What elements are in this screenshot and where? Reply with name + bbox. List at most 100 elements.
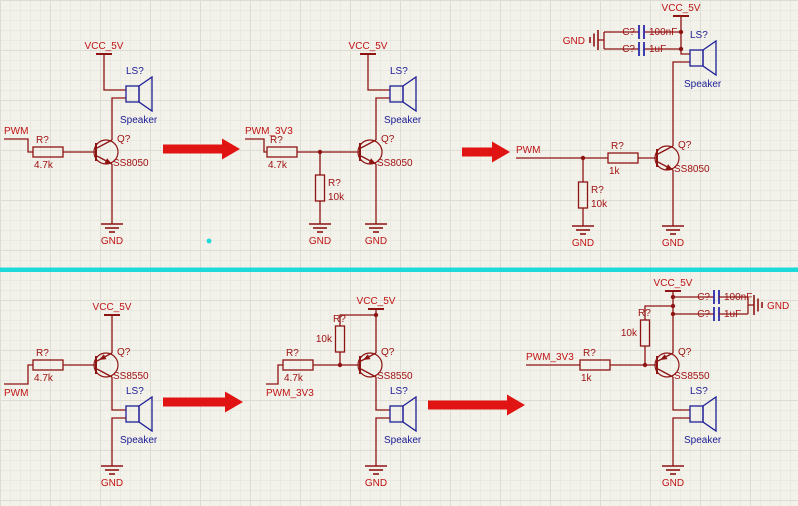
resistor[interactable]: R?1k: [607, 141, 639, 177]
capacitor[interactable]: C?100nF: [622, 25, 677, 39]
resistor[interactable]: R?4.7k: [32, 348, 64, 384]
speaker[interactable]: LS?Speaker: [684, 30, 722, 90]
transistor-bottom-lead: [360, 368, 377, 378]
transistor-designator: Q?: [381, 134, 395, 145]
emitter-arrow: [660, 354, 668, 360]
ground-net-label: GND: [662, 238, 684, 249]
speaker[interactable]: LS?Speaker: [684, 386, 722, 446]
collector-wire: [672, 61, 690, 146]
resistor[interactable]: R?10k: [577, 181, 609, 210]
speaker-body: [389, 405, 404, 423]
resistor-value: 1k: [581, 373, 593, 384]
arrow-right-icon: [428, 394, 525, 416]
resistor-body: [32, 359, 64, 371]
circuit-bottom-middle-pnp-pullup: PWM_3V3 R?4.7kR?10k VCC_5V Q?SS8550LS?Speak…: [266, 296, 422, 489]
resistor[interactable]: R?4.7k: [32, 135, 64, 171]
ground-symbol[interactable]: GND: [365, 465, 387, 489]
speaker-gnd-wire: [375, 417, 390, 466]
transistor-part: SS8550: [377, 371, 413, 382]
resistor-value: 4.7k: [34, 160, 54, 171]
net-label[interactable]: PWM_3V3: [245, 126, 293, 137]
input-wire: [245, 138, 267, 153]
resistor-body: [32, 146, 64, 158]
resistor-value: 1k: [609, 166, 621, 177]
ground-symbol[interactable]: GND: [101, 223, 123, 247]
transistor-pnp[interactable]: Q?SS8550: [357, 347, 413, 382]
net-label[interactable]: PWM: [516, 145, 540, 156]
flow-arrows: [163, 138, 525, 416]
net-label[interactable]: PWM_3V3: [266, 388, 314, 399]
section-divider: [0, 238, 798, 272]
transistor-part: SS8050: [674, 164, 710, 175]
speaker[interactable]: LS?Speaker: [120, 386, 158, 446]
resistor[interactable]: R?10k: [314, 174, 346, 203]
resistor[interactable]: R?4.7k: [266, 135, 298, 171]
net-label-text: PWM_3V3: [266, 388, 314, 399]
net-label-text: PWM: [4, 388, 28, 399]
power-port-vcc[interactable]: VCC_5V: [349, 41, 388, 55]
input-wire: [4, 138, 33, 153]
resistor[interactable]: R?4.7k: [282, 348, 314, 384]
resistor[interactable]: R? 1k: [579, 348, 611, 384]
transistor-pnp[interactable]: Q?SS8550: [654, 347, 710, 382]
speaker[interactable]: LS?Speaker: [384, 66, 422, 126]
power-port-vcc[interactable]: VCC_5V: [357, 296, 396, 310]
ground-symbol[interactable]: GND: [365, 223, 387, 247]
resistor-body: [266, 146, 298, 158]
ground-symbol-rotated[interactable]: GND: [563, 30, 599, 50]
transistor-npn[interactable]: Q?SS8050: [357, 134, 413, 169]
ground-symbol[interactable]: GND: [662, 225, 684, 249]
resistor-body: [579, 359, 611, 371]
transistor-npn[interactable]: Q?SS8050: [654, 140, 710, 175]
resistor-value: 10k: [621, 328, 638, 339]
speaker-comment: Speaker: [384, 435, 422, 446]
speaker-designator: LS?: [690, 386, 708, 397]
circuit-top-right-npn-final: PWMR?10kGNDR?1kQ?SS8050VCC_5VC?100nFC?1u…: [516, 3, 722, 249]
ground-symbol-rotated[interactable]: GND: [753, 295, 789, 315]
net-label[interactable]: PWM: [4, 388, 28, 399]
resistor-body: [334, 325, 346, 353]
speaker[interactable]: LS?Speaker: [384, 386, 422, 446]
transistor-designator: Q?: [117, 134, 131, 145]
speaker-designator: LS?: [126, 66, 144, 77]
power-port-vcc[interactable]: VCC_5V: [93, 302, 132, 316]
speaker-body: [689, 405, 704, 423]
resistor-body: [639, 319, 651, 347]
transistor-bottom-lead: [657, 368, 674, 378]
ground-symbol[interactable]: GND: [572, 225, 594, 249]
ground-symbol[interactable]: GND: [309, 223, 331, 247]
vcc-wire: [680, 16, 690, 55]
speaker-horn: [702, 39, 717, 77]
capacitor[interactable]: C?1uF: [622, 42, 666, 56]
transistor-part: SS8050: [113, 158, 149, 169]
speaker-comment: Speaker: [684, 79, 722, 90]
resistor-designator: R?: [36, 348, 49, 359]
speaker-horn: [402, 75, 417, 113]
transistor-pnp[interactable]: Q?SS8550: [93, 347, 149, 382]
power-port-vcc[interactable]: VCC_5V: [654, 278, 693, 292]
speaker-gnd-wire: [672, 417, 690, 466]
transistor-npn[interactable]: Q? SS8050: [93, 134, 149, 169]
resistor-value: 10k: [328, 192, 345, 203]
speaker[interactable]: LS?Speaker: [120, 66, 158, 126]
speaker-gnd-wire: [111, 417, 126, 466]
ground-symbol[interactable]: GND: [101, 465, 123, 489]
ground-symbol[interactable]: GND: [662, 465, 684, 489]
speaker-body: [389, 85, 404, 103]
emitter-arrow: [99, 354, 107, 360]
net-label[interactable]: PWM: [4, 126, 28, 137]
resistor[interactable]: R?10k: [621, 308, 651, 347]
ground-net-label: GND: [309, 236, 331, 247]
power-port-vcc[interactable]: VCC_5V: [85, 41, 124, 55]
resistor-designator: R?: [583, 348, 596, 359]
net-label[interactable]: PWM_3V3: [526, 352, 574, 363]
resistor-value: 4.7k: [268, 160, 288, 171]
speaker-horn: [702, 395, 717, 433]
resistor[interactable]: R?10k: [316, 314, 346, 353]
collector-wire: [375, 377, 390, 411]
resistor-designator: R?: [286, 348, 299, 359]
power-port-vcc[interactable]: VCC_5V: [662, 3, 701, 17]
